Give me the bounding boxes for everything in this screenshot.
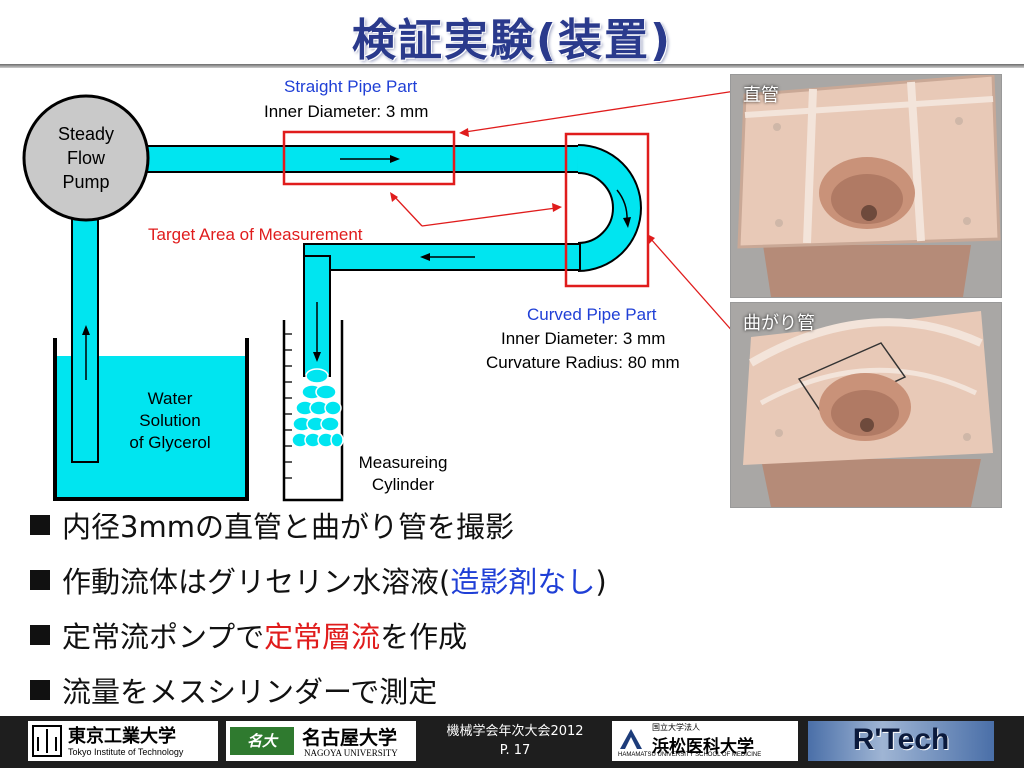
- apparatus-diagram: Steady Flow Pump: [22, 89, 743, 502]
- tokyo-tech-emblem-icon: [32, 725, 62, 757]
- flow-arrow-up-icon: [82, 325, 90, 335]
- bullet-item: 定常流ポンプで定常層流を作成: [30, 610, 607, 665]
- straight-pipe-photo: 直管: [730, 74, 1002, 298]
- curved-pipe-title: Curved Pipe Part: [527, 305, 657, 324]
- curved-target-box: [564, 132, 650, 288]
- flow-arrow-right-icon: [390, 155, 400, 163]
- curved-pipe: [577, 146, 640, 270]
- curved-pipe-diameter: Inner Diameter: 3 mm: [501, 329, 666, 348]
- conference-name: 機械学会年次大会2012: [446, 724, 584, 739]
- return-pipe: [303, 243, 581, 271]
- nagoya-emblem-icon: 名大: [230, 727, 294, 755]
- bullet-list: 内径3mmの直管と曲がり管を撮影 作動流体はグリセリン水溶液(造影剤なし) 定常…: [30, 500, 607, 720]
- target-area-label: Target Area of Measurement: [148, 225, 363, 244]
- cylinder-scale: [284, 333, 292, 479]
- curved-pipe-radius: Curvature Radius: 80 mm: [486, 353, 680, 372]
- title-divider: [0, 64, 1024, 68]
- flow-arrow-left-icon: [420, 253, 430, 261]
- slide-title: 検証実験(装置): [351, 15, 673, 66]
- bullet-square-icon: [30, 680, 50, 700]
- bullet-square-icon: [30, 570, 50, 590]
- tank-outline: [53, 338, 249, 501]
- pump-label-1: Steady: [58, 124, 114, 144]
- flow-arrow-curve-icon: [623, 217, 631, 228]
- straight-pipe-title: Straight Pipe Part: [284, 77, 418, 96]
- pump-label-3: Pump: [62, 172, 109, 192]
- hamamatsu-emblem-icon: [620, 729, 642, 749]
- straight-photo-label: 直管: [743, 85, 779, 106]
- pump-body: [22, 94, 150, 222]
- bullet-item: 内径3mmの直管と曲がり管を撮影: [30, 500, 607, 555]
- bullet-item: 流量をメスシリンダーで測定: [30, 665, 607, 720]
- curved-photo-label: 曲がり管: [743, 313, 815, 334]
- bullet-square-icon: [30, 625, 50, 645]
- bullet-item: 作動流体はグリセリン水溶液(造影剤なし): [30, 555, 607, 610]
- logo-tokyo-tech: 東京工業大学 Tokyo Institute of Technology: [28, 721, 218, 761]
- flow-arrow-down-icon: [313, 352, 321, 362]
- curved-pipe-photo: 曲がり管: [730, 302, 1002, 508]
- logo-hamamatsu: 国立大学法人 浜松医科大学 HAMAMATSU UNIVERSITY SCHOO…: [612, 721, 798, 761]
- page-number: P. 17: [499, 743, 531, 758]
- bullet-square-icon: [30, 515, 50, 535]
- fluid-drops: [291, 368, 344, 448]
- straight-target-box: [282, 130, 456, 186]
- straight-pipe-diameter: Inner Diameter: 3 mm: [264, 102, 429, 121]
- logo-rtech: R'Tech: [808, 721, 994, 761]
- cylinder-label: Measureing Cylinder: [358, 453, 448, 494]
- measuring-cylinder: [282, 320, 344, 502]
- tank-label: Water Solution of Glycerol: [129, 389, 211, 452]
- pointer-lines: [391, 89, 743, 343]
- pump-label-2: Flow: [67, 148, 106, 168]
- logo-nagoya: 名大 名古屋大学 NAGOYA UNIVERSITY: [226, 721, 416, 761]
- footer-bar: 東京工業大学 Tokyo Institute of Technology 名大 …: [0, 716, 1024, 768]
